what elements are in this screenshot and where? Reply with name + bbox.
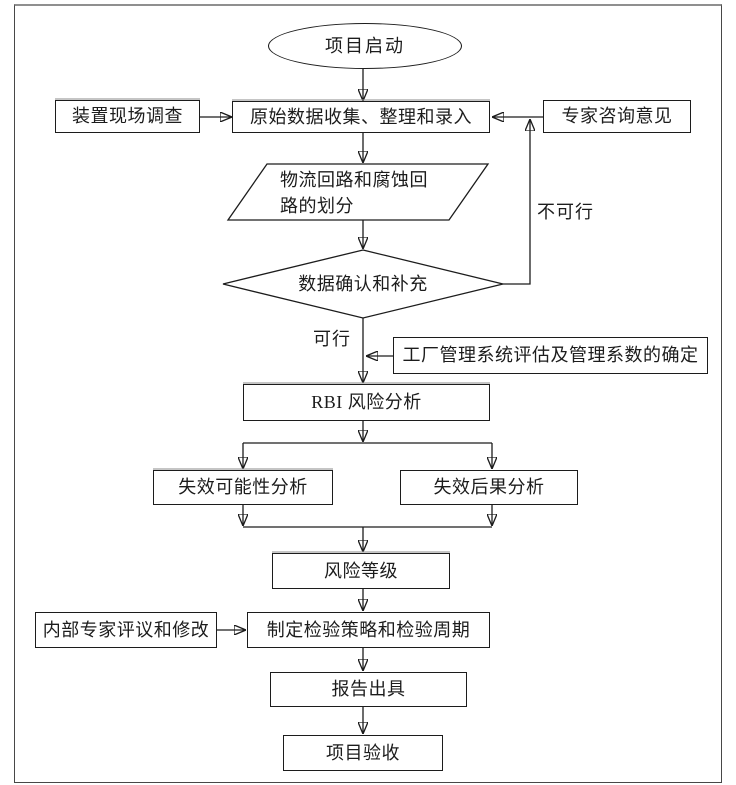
node-expert-consultation-label: 专家咨询意见: [561, 106, 673, 127]
node-data-collection: 原始数据收集、整理和录入: [232, 101, 490, 133]
node-rbi-analysis-label: RBI 风险分析: [311, 392, 422, 413]
node-failure-probability: 失效可能性分析: [153, 470, 333, 505]
node-inspection-strategy: 制定检验策略和检验周期: [247, 612, 490, 648]
node-report-issue-label: 报告出具: [331, 679, 406, 700]
node-internal-review-label: 内部专家评议和修改: [42, 619, 210, 640]
node-start-label: 项目启动: [325, 35, 405, 56]
node-data-collection-label: 原始数据收集、整理和录入: [250, 106, 472, 127]
node-project-acceptance: 项目验收: [283, 735, 443, 771]
node-start: 项目启动: [268, 23, 462, 69]
node-failure-probability-label: 失效可能性分析: [178, 477, 308, 498]
node-site-survey: 装置现场调查: [55, 100, 200, 133]
node-project-acceptance-label: 项目验收: [326, 742, 400, 763]
parallelogram-shape: [226, 163, 490, 221]
node-report-issue: 报告出具: [270, 672, 467, 707]
edge-label-feasible: 可行: [313, 329, 351, 349]
node-site-survey-label: 装置现场调查: [72, 106, 183, 127]
edge-infeasible-loop: [503, 119, 530, 285]
node-management-evaluation-label: 工厂管理系统评估及管理系数的确定: [402, 345, 699, 366]
node-expert-consultation: 专家咨询意见: [543, 100, 691, 133]
node-management-evaluation: 工厂管理系统评估及管理系数的确定: [393, 337, 708, 374]
node-rbi-analysis: RBI 风险分析: [243, 384, 490, 421]
node-data-confirmation-label: 数据确认和补充: [298, 273, 428, 294]
node-risk-level-label: 风险等级: [324, 560, 398, 581]
node-internal-review: 内部专家评议和修改: [35, 612, 217, 648]
node-failure-consequence-label: 失效后果分析: [433, 477, 545, 498]
edge-label-infeasible: 不可行: [537, 202, 594, 222]
node-risk-level: 风险等级: [272, 553, 450, 589]
node-failure-consequence: 失效后果分析: [400, 470, 578, 505]
node-circuit-division-label: 物流回路和腐蚀回 路的划分: [280, 170, 428, 216]
node-inspection-strategy-label: 制定检验策略和检验周期: [266, 619, 471, 640]
page-border: [14, 4, 722, 783]
